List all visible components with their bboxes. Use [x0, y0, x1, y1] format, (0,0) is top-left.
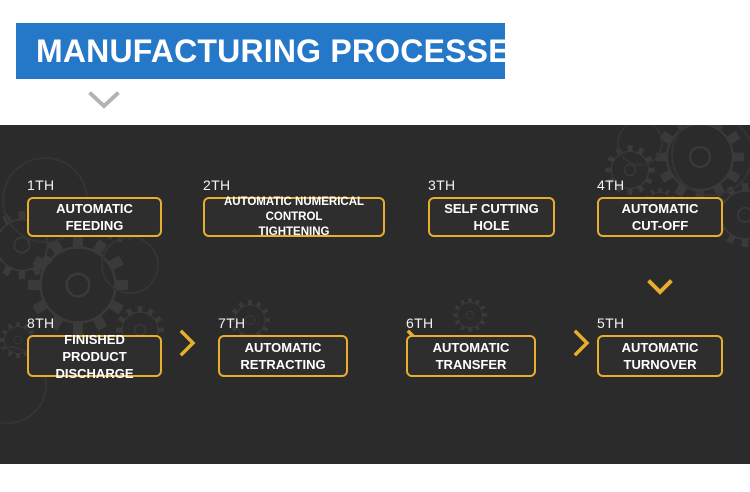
step-title-line1: AUTOMATIC — [244, 340, 322, 355]
step-title-box: AUTOMATIC FEEDING — [27, 197, 162, 237]
process-flow-panel: 1TH AUTOMATIC FEEDING 2TH AUTOMATIC NUME… — [0, 125, 750, 464]
process-step-3[interactable]: 3TH SELF CUTTING HOLE — [428, 177, 555, 237]
step-title-box: SELF CUTTING HOLE — [428, 197, 555, 237]
step-title-box: AUTOMATIC TURNOVER — [597, 335, 723, 377]
process-step-7[interactable]: 7TH AUTOMATIC RETRACTING — [218, 315, 348, 377]
step-title-box: AUTOMATIC NUMERICAL CONTROL TIGHTENING — [203, 195, 385, 238]
step-title-box: AUTOMATIC TRANSFER — [406, 335, 536, 377]
step-title-line1: FINISHED PRODUCT — [62, 331, 127, 364]
process-step-4[interactable]: 4TH AUTOMATIC CUT-OFF — [597, 177, 723, 237]
step-title-line2: TRANSFER — [435, 357, 507, 372]
step-index-label: 5TH — [597, 315, 625, 331]
step-title-line2: TIGHTENING — [258, 225, 330, 238]
step-title-box: FINISHED PRODUCT DISCHARGE — [27, 332, 162, 381]
step-index-label: 8TH — [27, 315, 55, 331]
step-title-box: AUTOMATIC CUT-OFF — [597, 197, 723, 237]
step-index-label: 1TH — [27, 177, 55, 193]
gear-background-decoration — [0, 125, 750, 424]
step-title-line2: TURNOVER — [623, 357, 697, 372]
step-title-line1: AUTOMATIC — [432, 340, 510, 355]
chevron-down-icon — [645, 277, 675, 297]
step-index-label: 7TH — [218, 315, 246, 331]
process-step-8[interactable]: 8TH FINISHED PRODUCT DISCHARGE — [27, 315, 162, 381]
step-title-line2: RETRACTING — [240, 357, 326, 372]
step-title-box: AUTOMATIC RETRACTING — [218, 335, 348, 377]
chevron-right-icon — [176, 328, 198, 358]
process-step-2[interactable]: 2TH AUTOMATIC NUMERICAL CONTROL TIGHTENI… — [203, 177, 385, 238]
step-index-label: 4TH — [597, 177, 625, 193]
page-title: MANUFACTURING PROCESSES — [36, 32, 532, 69]
step-title-line1: AUTOMATIC — [621, 340, 699, 355]
process-step-5[interactable]: 5TH AUTOMATIC TURNOVER — [597, 315, 723, 377]
title-banner: MANUFACTURING PROCESSES — [16, 23, 531, 79]
step-title-line1: AUTOMATIC — [621, 201, 699, 216]
process-step-6[interactable]: 6TH AUTOMATIC TRANSFER — [406, 315, 536, 377]
step-title-text: SELF CUTTING HOLE — [444, 201, 539, 233]
step-index-label: 6TH — [406, 315, 434, 331]
chevron-down-icon — [88, 90, 120, 110]
process-step-1[interactable]: 1TH AUTOMATIC FEEDING — [27, 177, 162, 237]
footer-spacer — [0, 464, 750, 492]
chevron-right-icon — [570, 328, 592, 358]
step-title-line2: DISCHARGE — [55, 365, 134, 381]
step-index-label: 3TH — [428, 177, 456, 193]
header-section: MANUFACTURING PROCESSES — [0, 0, 750, 125]
step-title-line2: CUT-OFF — [631, 218, 689, 233]
step-index-label: 2TH — [203, 177, 231, 193]
step-title-text: AUTOMATIC FEEDING — [56, 201, 133, 233]
step-title-line1: AUTOMATIC NUMERICAL CONTROL — [223, 195, 365, 223]
